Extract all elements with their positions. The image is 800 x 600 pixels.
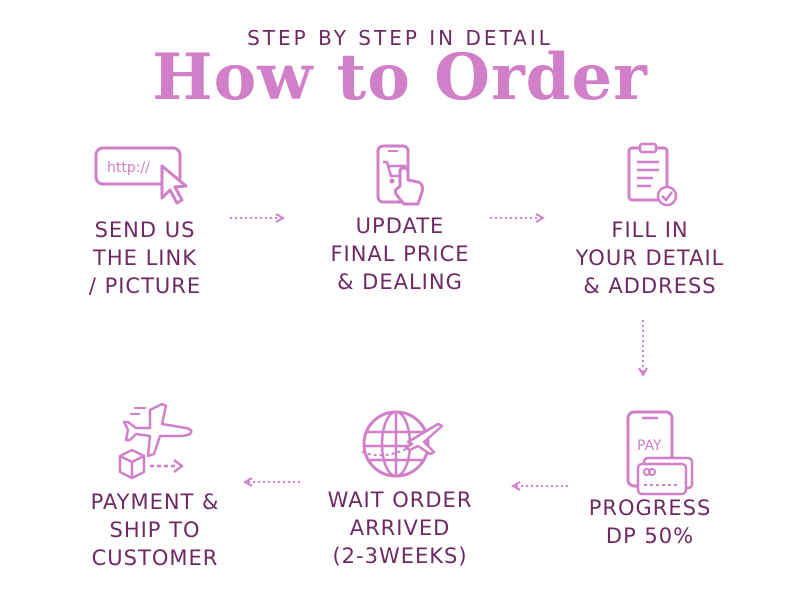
- arrow-right-icon: [490, 213, 546, 223]
- step-payment-ship: PAYMENT & SHIP TO CUSTOMER: [70, 398, 240, 572]
- step-label-line: & ADDRESS: [583, 274, 717, 298]
- step-label-line: PROGRESS: [588, 496, 712, 520]
- step-label-line: UPDATE: [355, 214, 445, 238]
- globe-plane-icon: [310, 402, 490, 484]
- clipboard-check-icon: [557, 140, 743, 210]
- step-label-line: DP 50%: [605, 524, 695, 548]
- step-label-line: YOUR DETAIL: [575, 246, 725, 270]
- step-fill-details: FILL IN YOUR DETAIL & ADDRESS: [557, 140, 743, 300]
- step-label-line: WAIT ORDER: [327, 488, 473, 512]
- step-update-price: UPDATE FINAL PRICE & DEALING: [315, 142, 485, 296]
- step-label-line: THE LINK: [93, 246, 197, 270]
- step-send-link: http:// SEND US THE LINK / PICTURE: [60, 140, 230, 300]
- header-kicker: STEP BY STEP IN DETAIL: [247, 26, 553, 50]
- step-label-line: FILL IN: [611, 218, 689, 242]
- arrow-left-icon: [242, 477, 300, 487]
- arrow-right-icon: [230, 213, 286, 223]
- arrow-down-icon: [638, 320, 648, 378]
- pay-text: PAY: [637, 438, 662, 454]
- step-label-line: FINAL PRICE: [330, 242, 470, 266]
- step-label-line: SEND US: [94, 218, 196, 242]
- phone-cart-icon: [315, 142, 485, 208]
- step-label-line: CUSTOMER: [91, 546, 219, 570]
- step-label-line: ARRIVED: [349, 516, 451, 540]
- arrow-left-icon: [510, 481, 568, 491]
- link-cursor-icon: http://: [60, 140, 230, 208]
- link-url-text: http://: [107, 160, 150, 176]
- step-label-line: PAYMENT &: [90, 490, 220, 514]
- step-label-line: SHIP TO: [109, 518, 201, 542]
- step-label-line: (2-3WEEKS): [332, 544, 468, 568]
- step-wait-order: WAIT ORDER ARRIVED (2-3WEEKS): [310, 402, 490, 570]
- page-title: How to Order: [152, 40, 648, 115]
- step-label-line: / PICTURE: [88, 274, 202, 298]
- plane-box-icon: [70, 398, 240, 484]
- phone-pay-card-icon: PAY: [575, 408, 725, 496]
- step-progress-dp: PAY PROGRESS DP 50%: [575, 408, 725, 550]
- step-label-line: & DEALING: [337, 270, 463, 294]
